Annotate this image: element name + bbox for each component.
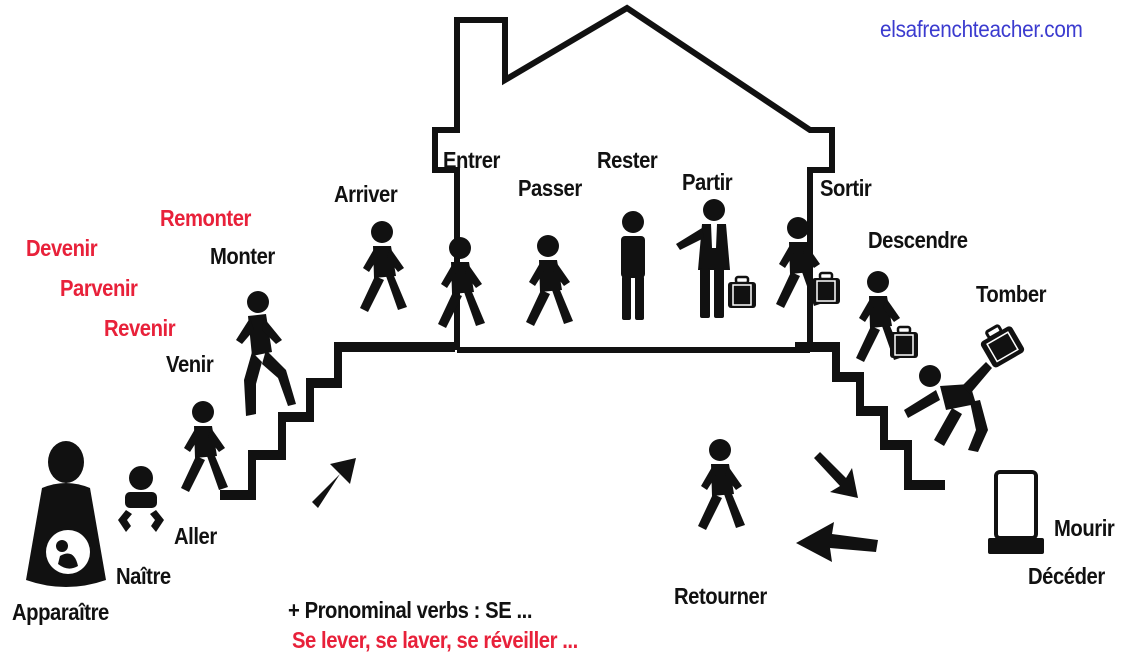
verb-deceder: Décéder: [1028, 563, 1105, 589]
falling-person-icon: [904, 362, 992, 452]
verb-apparaitre: Apparaître: [12, 599, 109, 625]
verb-remonter: Remonter: [160, 205, 251, 231]
verb-aller: Aller: [174, 523, 217, 549]
verb-descendre: Descendre: [868, 227, 968, 253]
verb-revenir: Revenir: [104, 315, 176, 341]
suitcase-icon: [726, 275, 758, 310]
arrow-icon: [814, 452, 858, 498]
stairs-icon: [220, 342, 455, 500]
walking-person-icon: [438, 237, 485, 328]
businessman-icon: [676, 199, 730, 318]
verb-sortir: Sortir: [820, 175, 872, 201]
verb-rester: Rester: [597, 147, 658, 173]
verb-naitre: Naître: [116, 563, 171, 589]
verb-partir: Partir: [682, 169, 733, 195]
verb-venir: Venir: [166, 351, 214, 377]
arrow-icon: [312, 458, 356, 508]
verb-mourir: Mourir: [1054, 515, 1115, 541]
suitcase-icon: [888, 325, 920, 360]
pronominal-note: + Pronominal verbs : SE ...: [288, 597, 533, 623]
climbing-person-icon: [236, 291, 296, 416]
verb-parvenir: Parvenir: [60, 275, 138, 301]
baby-icon: [118, 466, 164, 532]
pronominal-examples: Se lever, se laver, se réveiller ...: [292, 627, 578, 653]
arrow-icon: [796, 522, 878, 562]
house-outline-icon: [432, 4, 835, 353]
pregnant-woman-icon: [26, 441, 106, 587]
suitcase-icon: [980, 324, 1025, 368]
site-url[interactable]: elsafrenchteacher.com: [880, 16, 1083, 42]
standing-person-icon: [621, 211, 645, 320]
verb-retourner: Retourner: [674, 583, 767, 609]
walking-person-icon: [698, 439, 745, 530]
walking-person-icon: [526, 235, 573, 326]
verb-passer: Passer: [518, 175, 582, 201]
tombstone-icon: [988, 470, 1044, 554]
verb-devenir: Devenir: [26, 235, 98, 261]
suitcase-icon: [810, 271, 842, 306]
stairs-icon: [795, 342, 945, 490]
verb-tomber: Tomber: [976, 281, 1047, 307]
verb-entrer: Entrer: [443, 147, 500, 173]
verb-arriver: Arriver: [334, 181, 398, 207]
verb-monter: Monter: [210, 243, 275, 269]
walking-person-icon: [181, 401, 228, 492]
walking-person-icon: [360, 221, 407, 312]
